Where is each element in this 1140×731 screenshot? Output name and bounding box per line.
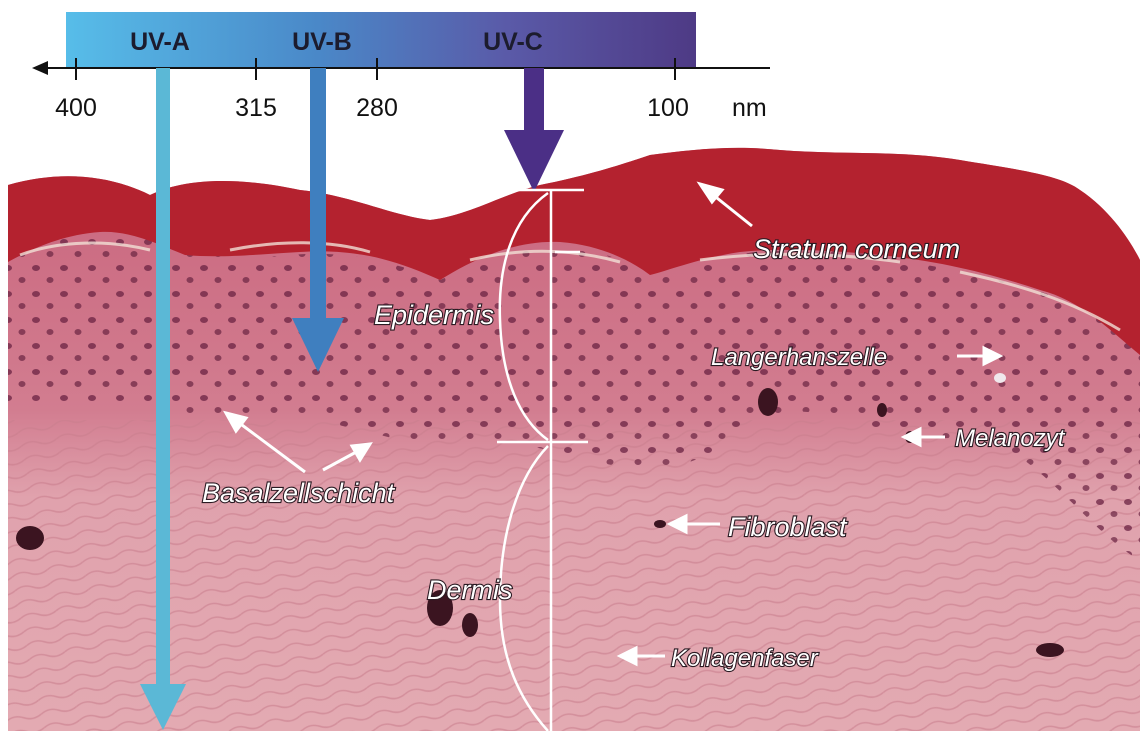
label-epidermis: Epidermis: [374, 300, 494, 330]
tick-label-400: 400: [55, 94, 97, 122]
uvc-penetration-arrow: [504, 68, 564, 192]
melanin-spot: [462, 613, 478, 637]
band-label-uvb: UV-B: [292, 28, 352, 56]
tick-label-100: 100: [647, 94, 689, 122]
label-melanozyt: Melanozyt: [955, 425, 1066, 452]
melanin-spot: [994, 373, 1006, 383]
melanin-spot: [1036, 643, 1064, 657]
label-kollagenfaser: Kollagenfaser: [671, 645, 819, 672]
melanin-spot: [758, 388, 778, 416]
melanin-spot: [16, 526, 44, 550]
label-basalzellschicht: Basalzellschicht: [202, 478, 396, 508]
label-fibroblast: Fibroblast: [728, 512, 848, 542]
label-stratum-corneum: Stratum corneum: [753, 234, 960, 264]
tick-label-315: 315: [235, 94, 277, 122]
label-dermis: Dermis: [427, 575, 513, 605]
melanin-spot: [877, 403, 887, 417]
melanin-spot: [654, 520, 666, 528]
tick-label-280: 280: [356, 94, 398, 122]
band-label-uva: UV-A: [130, 28, 190, 56]
band-label-uvc: UV-C: [483, 28, 543, 56]
label-langerhanszelle: Langerhanszelle: [711, 344, 887, 371]
axis-arrowhead: [32, 61, 48, 75]
unit-label: nm: [732, 94, 767, 122]
